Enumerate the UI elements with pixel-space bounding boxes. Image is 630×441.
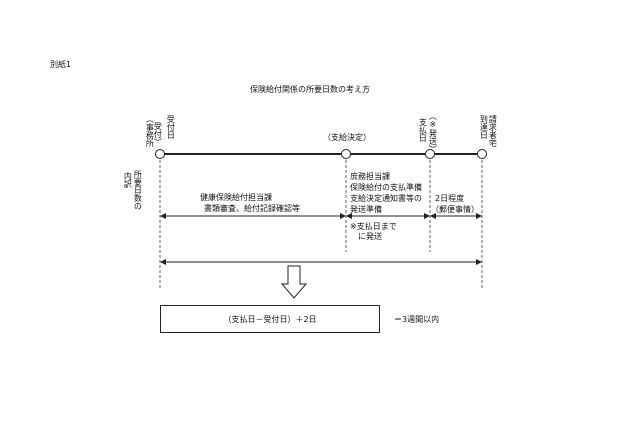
segment-general-affairs-line-1: 庶務担当課 bbox=[350, 172, 390, 181]
segment-health-insurance-line-2: 書類審査、給付記録確認等 bbox=[204, 204, 300, 213]
side-label-line-2: 内訳 bbox=[123, 172, 133, 188]
milestone-payment bbox=[425, 149, 435, 159]
payment-label-date: 支払日 bbox=[418, 118, 428, 142]
decision-label: （支給決定） bbox=[323, 133, 371, 142]
payment-label-dispatch: （※発送） bbox=[428, 112, 438, 153]
segment-health-insurance-line-1: 健康保険給付担当課 bbox=[200, 193, 272, 202]
reception-label-paren-1: （事務所 bbox=[145, 115, 155, 147]
segment-general-affairs-line-4: 発送準備 bbox=[350, 205, 382, 214]
segment-postal-line-2: （郵便事情） bbox=[431, 205, 479, 214]
formula-result: ＝3週間以内 bbox=[394, 315, 440, 324]
reception-label-date: 受付日 bbox=[166, 115, 176, 139]
segment-general-affairs-line-3: 支給決定通知書等の bbox=[350, 194, 422, 203]
segment-note-line-1: ※支払日まで bbox=[350, 222, 397, 231]
arrival-label-date: 到達日 bbox=[479, 115, 489, 139]
diagram-title: 保険給付関係の所要日数の考え方 bbox=[250, 85, 370, 94]
formula-box: （支払日－受付日）＋2日 bbox=[160, 305, 380, 333]
segment-postal-line-1: 2日程度 bbox=[435, 194, 465, 203]
milestone-decision bbox=[341, 149, 351, 159]
side-label-line-1: 所要日数の bbox=[133, 170, 143, 210]
milestone-arrival bbox=[477, 149, 487, 159]
milestone-reception bbox=[155, 149, 165, 159]
arrival-label-home: 請求者宅 bbox=[488, 115, 498, 147]
segment-general-affairs-line-2: 保険給付の支払準備 bbox=[350, 183, 422, 192]
segment-note-line-2: に発送 bbox=[358, 232, 382, 241]
formula-text: （支払日－受付日）＋2日 bbox=[223, 314, 317, 324]
down-arrow bbox=[280, 265, 308, 299]
annex-label: 別紙1 bbox=[50, 60, 72, 69]
reception-label-paren-2: 受付） bbox=[153, 122, 163, 146]
